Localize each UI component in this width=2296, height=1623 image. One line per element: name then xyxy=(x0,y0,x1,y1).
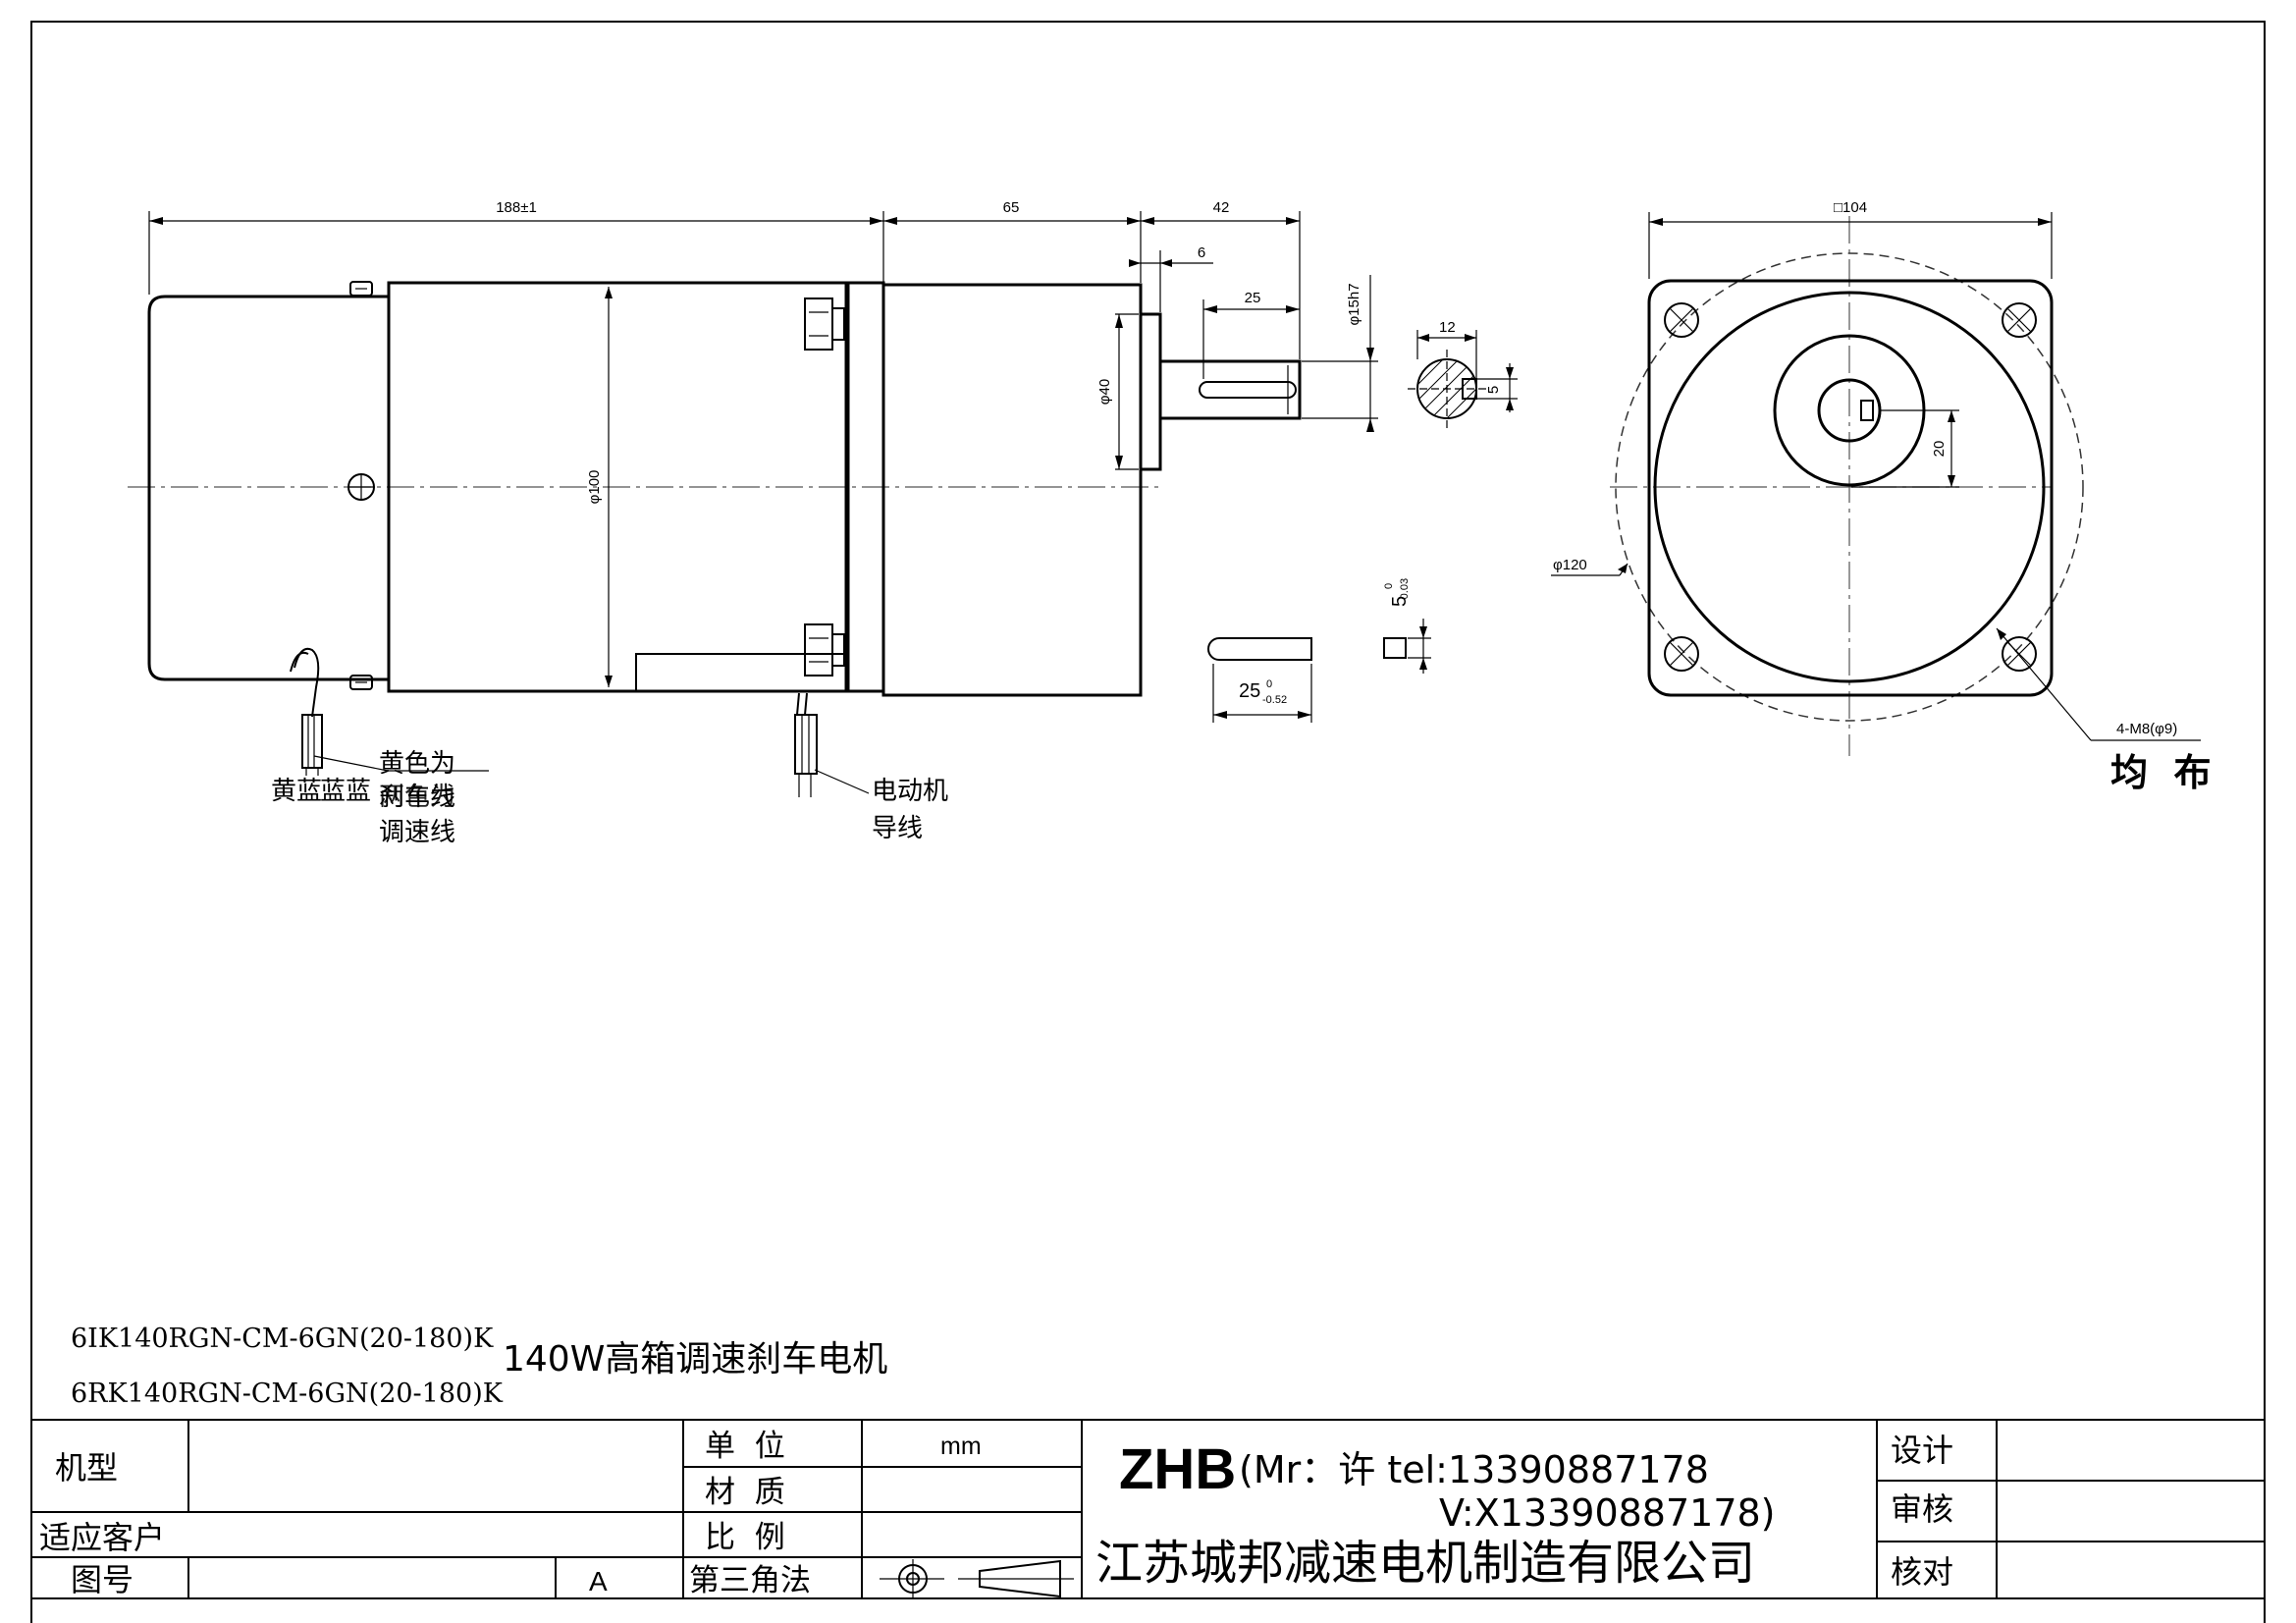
shaft-key xyxy=(1860,400,1874,421)
mount-hole-tl xyxy=(1664,302,1699,338)
lead-note-speed-4: 调速线 xyxy=(379,818,455,847)
gearbox-bolt-bottom xyxy=(804,623,845,676)
contact-line-2: V:X13390887178) xyxy=(1439,1491,1776,1535)
dim-key-length: 25 xyxy=(1245,290,1261,306)
motor-wire xyxy=(796,692,808,716)
lead-note-brake-2: 刹车线 xyxy=(379,783,455,812)
unit-label: 单 位 xyxy=(705,1429,785,1464)
mount-hole-tr xyxy=(2002,302,2037,338)
contact-line-1: (Mr：许 tel:13390887178 xyxy=(1239,1448,1709,1491)
design-label: 设计 xyxy=(1891,1432,1953,1469)
hole-note: 均 布 xyxy=(2110,751,2211,794)
projection-label: 第三角法 xyxy=(689,1563,811,1598)
screw-mid xyxy=(347,473,375,501)
dim-offset: 20 xyxy=(1931,441,1948,458)
hole-spec: 4-M8(φ9) xyxy=(2116,721,2177,737)
terminal-box xyxy=(635,653,849,692)
dim-key-len-tol-upper: 0 xyxy=(1266,678,1272,690)
product-name: 140W高箱调速刹车电机 xyxy=(503,1339,887,1380)
model-code-1: 6IK140RGN-CM-6GN(20-180)K xyxy=(71,1324,494,1354)
dim-key-len: 25 xyxy=(1239,680,1260,702)
motor-wire-bundle xyxy=(794,714,818,775)
side-view: 188±1 65 42 6 25 φ100 φ40 φ15h7 黄色为 刹车线 … xyxy=(128,199,1378,847)
revision-value: A xyxy=(589,1566,608,1596)
output-boss xyxy=(1139,312,1162,471)
model-code-2: 6RK140RGN-CM-6GN(20-180)K xyxy=(71,1379,504,1409)
model-label: 机型 xyxy=(55,1449,118,1487)
lead-note-speed-3: 两色为 xyxy=(379,783,455,812)
dim-shaft-dia: φ15h7 xyxy=(1346,283,1362,325)
dim-key-len-tol-lower: -0.52 xyxy=(1262,694,1287,706)
dim-lines-right xyxy=(1115,275,1378,470)
flange-square xyxy=(1647,279,2054,697)
customer-label: 适应客户 xyxy=(39,1519,165,1556)
gearbox-body xyxy=(881,283,1143,697)
check-label: 核对 xyxy=(1891,1553,1953,1591)
dim-pcd: φ120 xyxy=(1553,557,1587,573)
brake-wire-bundle xyxy=(301,714,323,769)
shaft-section: 12 5 xyxy=(1408,319,1518,428)
model-notes: 6IK140RGN-CM-6GN(20-180)K 6RK140RGN-CM-6… xyxy=(71,1324,887,1409)
motor-end-cap xyxy=(147,295,389,681)
brand: ZHB xyxy=(1119,1437,1236,1501)
dim-shaft-length: 42 xyxy=(1213,199,1230,216)
lead-note-speed-2: 蓝蓝 xyxy=(320,777,371,806)
drawing-no-label: 图号 xyxy=(71,1561,133,1598)
pcd-circle xyxy=(1615,252,2084,722)
dim-section-key: 5 xyxy=(1485,386,1502,394)
dim-gear-length: 65 xyxy=(1003,199,1020,216)
gearbox-bolt-top xyxy=(804,298,845,351)
review-label: 审核 xyxy=(1891,1490,1953,1528)
lead-note-speed-1: 黄蓝 xyxy=(271,777,322,806)
front-view: □104 20 φ120 4-M8(φ9) 均 布 xyxy=(1551,199,2211,794)
drawing-frame xyxy=(30,21,2266,1623)
screw-top xyxy=(349,281,373,297)
company-name: 江苏城邦减速电机制造有限公司 xyxy=(1095,1536,1755,1591)
dim-key-width-tol-upper: 0 xyxy=(1383,583,1395,589)
unit-value: mm xyxy=(940,1433,982,1460)
dim-section-flat: 12 xyxy=(1439,319,1456,336)
motor-lead-note-1: 电动机 xyxy=(872,777,948,806)
lead-note-brake-1: 黄色为 xyxy=(379,749,455,779)
dim-key-width: 5 xyxy=(1389,596,1411,607)
dim-shaft-shoulder: 6 xyxy=(1198,244,1205,261)
scale-label: 比 例 xyxy=(705,1520,785,1555)
motor-lead-note-2: 导线 xyxy=(872,814,923,843)
mount-hole-bl xyxy=(1664,636,1699,672)
gearbox-circle xyxy=(1653,291,2046,683)
title-block: 机型 适应客户 图号 A 单 位 mm 材 质 比 例 第三角法 ZHB (Mr… xyxy=(30,1419,2266,1599)
motor-body xyxy=(387,281,850,693)
shaft-keyway xyxy=(1199,381,1297,399)
material-label: 材 质 xyxy=(705,1475,785,1510)
screw-bottom xyxy=(349,675,373,690)
dim-total-length: 188±1 xyxy=(496,199,537,216)
brake-wire xyxy=(294,647,320,718)
dim-key-width-tol-lower: -0.03 xyxy=(1399,578,1411,603)
shaft-circle xyxy=(1817,378,1882,443)
projection-symbol xyxy=(880,1559,1074,1598)
dim-body-dia: φ100 xyxy=(586,470,603,505)
dim-boss-dia: φ40 xyxy=(1096,379,1113,405)
dim-square: □104 xyxy=(1834,199,1867,216)
output-shaft xyxy=(1158,359,1302,420)
dim-lines-top xyxy=(148,211,1301,379)
key-detail: 25 0 -0.52 5 0 -0.03 xyxy=(1207,578,1431,723)
